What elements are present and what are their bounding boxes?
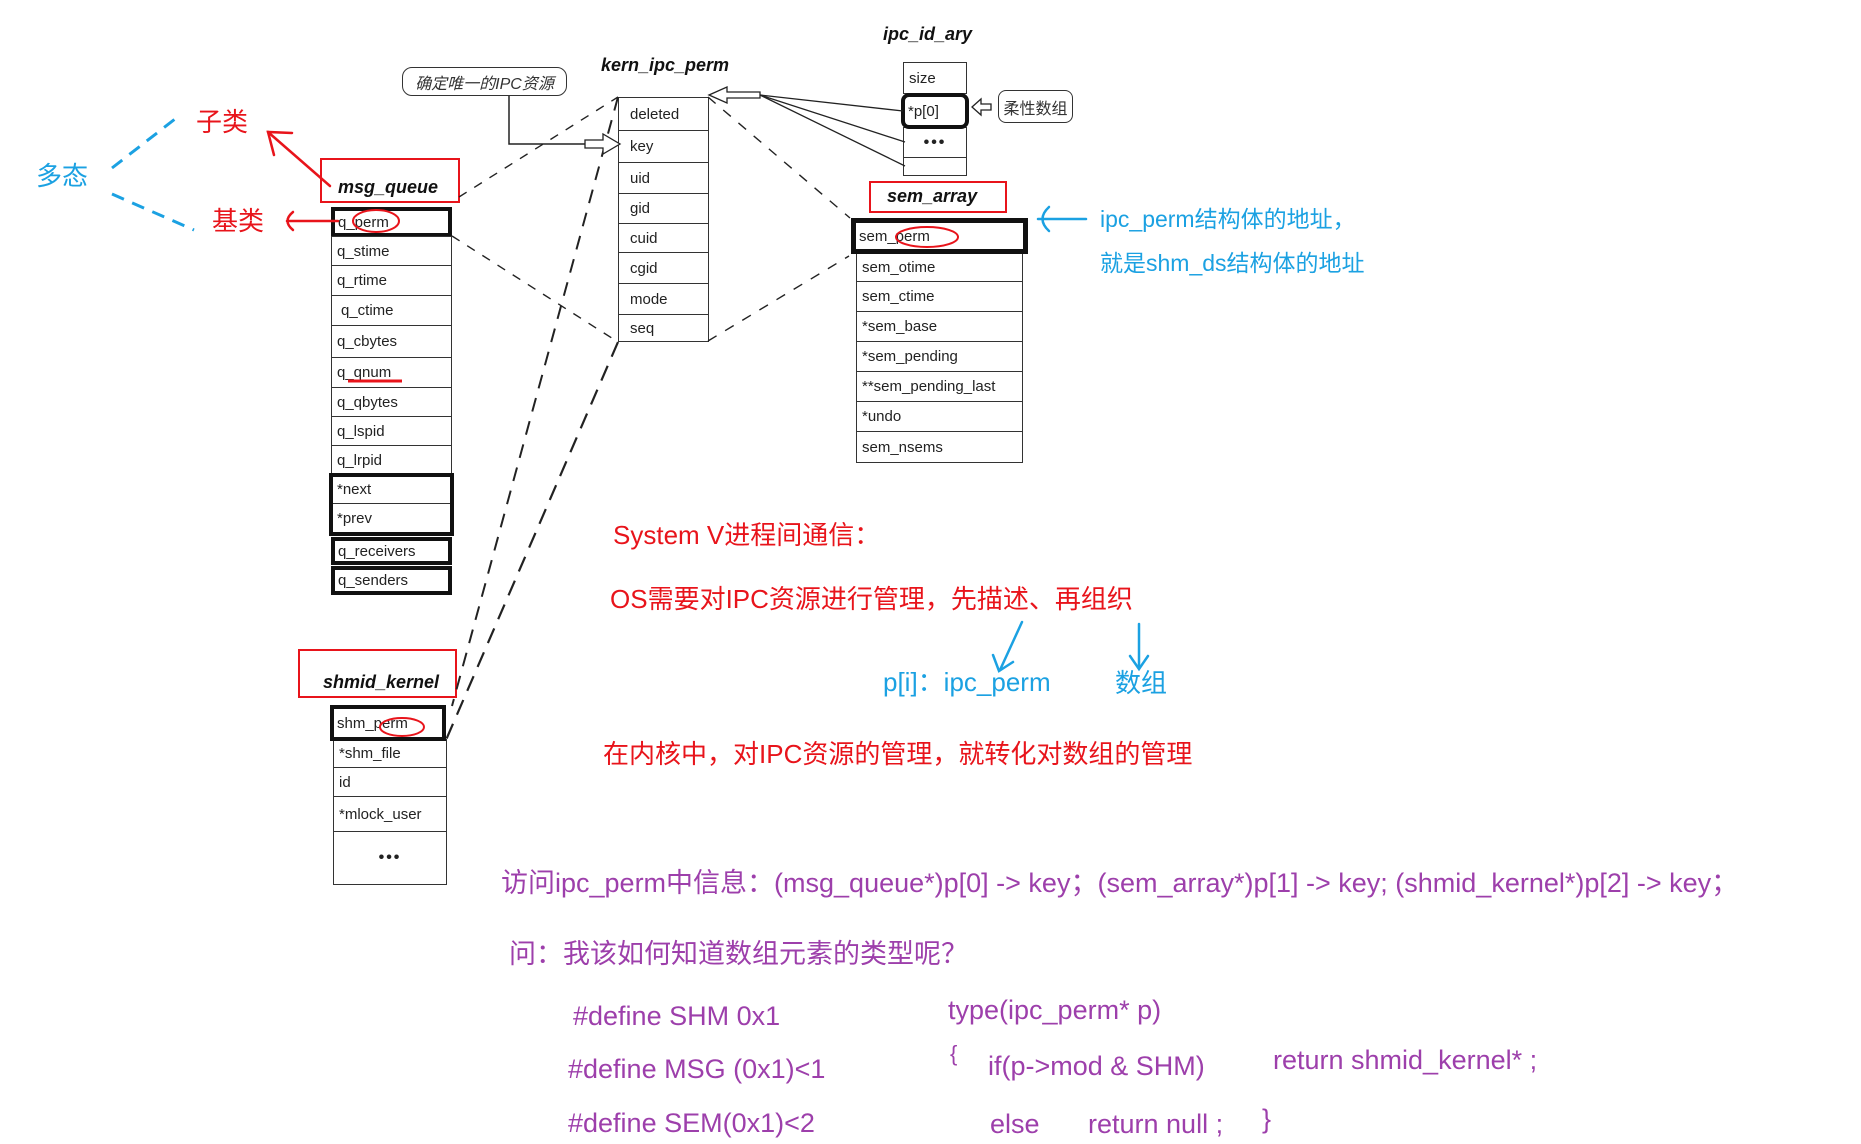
kern-ipc-perm-field: gid [618, 193, 709, 224]
dash-kern-bottom-to-shm-perm [444, 341, 620, 741]
flexible-array-callout: 柔性数组 [998, 90, 1073, 123]
base-class-label: 基类 [212, 206, 265, 236]
sem-array-field: *sem_base [856, 311, 1023, 342]
dash-msg-perm-to-kern-bottom [451, 235, 619, 343]
kern-ipc-perm-field: cgid [618, 252, 709, 284]
msg-queue-field: q_rtime [331, 265, 452, 296]
define-sem: #define SEM(0x1)<2 [568, 1108, 815, 1138]
pointer-line-p2 [759, 94, 906, 167]
describe-arrow-icon [991, 620, 1024, 673]
address-note-line2: 就是shm_ds结构体的地址 [1100, 250, 1365, 276]
shmid-kernel-field: shm_perm [330, 705, 446, 741]
sem-array-field: sem_otime [856, 252, 1023, 282]
sem-array-field: **sem_pending_last [856, 371, 1023, 402]
shmid-kernel-field: ••• [333, 831, 447, 885]
msg-queue-field: q_stime [331, 236, 452, 266]
kern-ipc-perm-field: seq [618, 314, 709, 342]
kernel-summary-note: 在内核中，对IPC资源的管理，就转化对数组的管理 [603, 739, 1193, 769]
ipc-id-ary-field: ••• [903, 127, 967, 158]
kern-ipc-perm-field: deleted [618, 97, 709, 131]
sem-array-field: sem_ctime [856, 281, 1023, 312]
msg-queue-field: q_lspid [331, 416, 452, 446]
hollow-arrow-to-key-icon [584, 132, 622, 156]
type-fn-if-condition: if(p->mod & SHM) [988, 1051, 1205, 1081]
ipc-id-ary-field [903, 157, 967, 176]
type-fn-close-brace: } [1262, 1104, 1272, 1134]
msg-queue-field: q_ctime [331, 295, 452, 326]
polymorphism-dash-to-subclass [111, 117, 176, 170]
dash-kern-bottom-to-sem-array [707, 255, 850, 342]
dash-kern-top-to-sem-array [707, 96, 851, 219]
msg-queue-field: q_receivers [331, 537, 452, 565]
msg-queue-field: q_perm [331, 207, 452, 237]
shmid-kernel-struct: *shm_file id *mlock_user ••• shm_perm [330, 705, 447, 885]
type-fn-if-return: return shmid_kernel* ; [1273, 1045, 1538, 1075]
list-link-group-highlight [329, 473, 454, 536]
msg-queue-field: q_qnum [331, 357, 452, 388]
msg-queue-field: q_lrpid [331, 445, 452, 475]
question-note: 问：我该如何知道数组元素的类型呢？ [509, 939, 968, 969]
access-info-note: 访问ipc_perm中信息：(msg_queue*)p[0] -> key；(s… [501, 868, 1739, 898]
polymorphism-label: 多态 [36, 161, 89, 191]
pointer-line-p1 [759, 94, 906, 143]
shmid-kernel-field: id [333, 767, 447, 797]
define-shm: #define SHM 0x1 [573, 1001, 781, 1031]
flexible-array-arrow-icon [971, 97, 992, 117]
dash-msg-queue-to-kern-top [458, 96, 619, 198]
ipc-id-ary-pointer-slot: *p[0] [901, 93, 969, 129]
msg-queue-field: q_cbytes [331, 325, 452, 358]
ipc-id-ary-struct: size ••• *p[0] [901, 62, 969, 176]
unique-ipc-callout: 确定唯一的IPC资源 [402, 67, 567, 96]
define-msg: #define MSG (0x1)<1 [568, 1054, 826, 1084]
sem-array-title-highlight [869, 181, 1007, 213]
shmid-kernel-field: *shm_file [333, 739, 447, 768]
unique-ipc-connector [508, 96, 585, 145]
kern-ipc-perm-field: mode [618, 283, 709, 315]
msg-queue-field: q_qbytes [331, 387, 452, 417]
describe-maps-to-note: p[i]：ipc_perm [883, 667, 1051, 697]
shmid-kernel-field: *mlock_user [333, 796, 447, 832]
address-note-line1: ipc_perm结构体的地址， [1100, 206, 1356, 232]
hollow-arrow-to-kern-icon [707, 85, 761, 105]
kern-ipc-perm-struct: deleted key uid gid cuid cgid mode seq [618, 97, 709, 342]
polymorphism-dash-to-base-class [111, 192, 195, 232]
shmid-kernel-title: shmid_kernel [323, 672, 440, 692]
sysv-ipc-heading: System V进程间通信： [613, 520, 881, 550]
msg-queue-field: q_senders [331, 566, 452, 595]
sem-array-title: sem_array [887, 186, 978, 206]
sem-array-field: sem_nsems [856, 431, 1023, 463]
organize-maps-to-note: 数组 [1115, 668, 1168, 698]
ipc-id-ary-field: size [903, 62, 967, 94]
pointer-line-p0 [759, 94, 904, 112]
type-fn-signature: type(ipc_perm* p) [948, 995, 1162, 1025]
kern-ipc-perm-field: cuid [618, 223, 709, 253]
kern-ipc-perm-title: kern_ipc_perm [601, 55, 730, 75]
type-fn-open-brace: { [950, 1041, 958, 1066]
organize-arrow-icon [1128, 622, 1150, 672]
kern-ipc-perm-field: uid [618, 162, 709, 194]
kern-ipc-perm-field: key [618, 130, 709, 163]
sem-array-field: *sem_pending [856, 341, 1023, 372]
sem-array-field: sem_perm [851, 218, 1028, 254]
subclass-label: 子类 [196, 107, 249, 137]
type-fn-else: else [990, 1109, 1040, 1139]
ipc-id-ary-title: ipc_id_ary [883, 24, 973, 44]
dash-kern-top-to-shmid-kernel [451, 96, 619, 707]
address-note-arrow-icon [1036, 205, 1088, 233]
describe-organize-note: OS需要对IPC资源进行管理，先描述、再组织 [610, 584, 1133, 614]
msg-queue-struct: q_perm q_stime q_rtime q_ctime q_cbytes … [329, 207, 454, 595]
msg-queue-title: msg_queue [338, 177, 439, 197]
type-fn-else-return: return null ; [1088, 1109, 1224, 1139]
sem-array-struct: sem_otime sem_ctime *sem_base *sem_pendi… [851, 218, 1028, 463]
sem-array-field: *undo [856, 401, 1023, 432]
